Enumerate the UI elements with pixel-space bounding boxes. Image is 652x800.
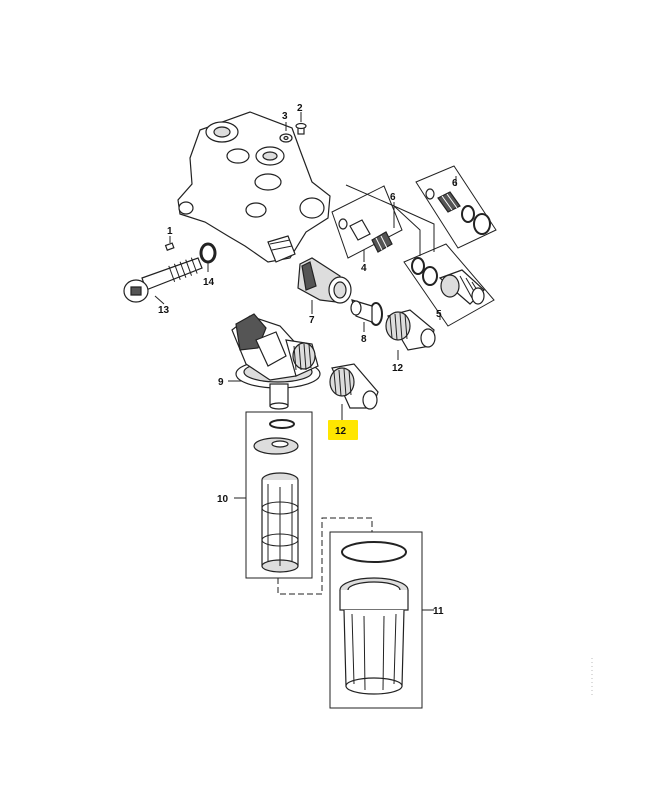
label-part-11: 11 <box>433 606 444 617</box>
label-part-3: 3 <box>282 111 288 122</box>
part-7-connector: 7 <box>297 257 352 326</box>
label-part-12-upper: 12 <box>392 363 404 374</box>
pump-manifold <box>177 111 331 263</box>
part-3-washer: 3 <box>279 111 293 143</box>
part-13-bolt: 13 <box>123 257 203 316</box>
part-2-screw: 2 <box>295 103 307 135</box>
part-4-valve-kit: 4 <box>331 185 403 274</box>
part-14-o-ring: 14 <box>199 242 217 288</box>
highlighted-label-part-12[interactable]: 12 <box>328 420 358 440</box>
label-part-12-highlighted: 12 <box>335 426 347 437</box>
label-part-13: 13 <box>158 305 170 316</box>
label-part-9: 9 <box>218 377 224 388</box>
part-11-filter-bowl-kit: 11 <box>329 531 444 709</box>
label-part-7: 7 <box>309 315 315 326</box>
part-9-filter-head: 9 <box>218 313 321 410</box>
label-part-5: 5 <box>436 309 442 320</box>
label-part-1: 1 <box>167 226 173 237</box>
part-6-leader: 6 <box>345 184 435 256</box>
label-part-10: 10 <box>217 494 229 505</box>
label-part-4: 4 <box>361 263 367 274</box>
part-6-spring-kit: 6 <box>415 165 497 249</box>
part-5-outlet-kit: 5 <box>403 243 495 327</box>
label-part-2: 2 <box>297 103 303 114</box>
label-part-6-lower: 6 <box>390 192 396 203</box>
part-12-fitting-lower <box>329 363 379 420</box>
part-8-nipple: 8 <box>350 299 383 345</box>
label-part-14: 14 <box>203 277 215 288</box>
assembly-dash-lines <box>277 517 373 595</box>
part-10-filter-screen-kit: 10 <box>217 411 313 579</box>
part-1-pin: 1 <box>164 226 175 251</box>
label-part-8: 8 <box>361 334 367 345</box>
part-12-fitting-upper: 12 <box>385 309 436 374</box>
label-part-6-upper: 6 <box>452 178 458 189</box>
